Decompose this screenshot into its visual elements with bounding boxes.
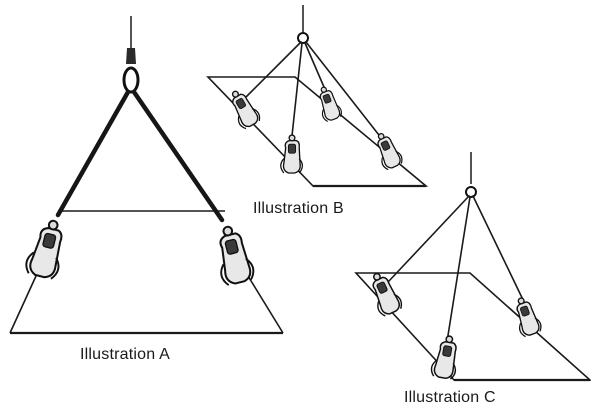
sling-b-4 <box>305 41 387 145</box>
sling-a-right <box>131 89 225 223</box>
plate-a-right-edge <box>247 275 284 334</box>
clamp-a-right <box>209 222 257 288</box>
illustration-c <box>354 152 591 382</box>
clamp-c-right <box>508 294 544 339</box>
sling-b-1 <box>245 41 302 98</box>
plate-a-left-edge <box>9 275 37 334</box>
master-link-c <box>465 186 477 198</box>
sling-a-left <box>55 89 131 218</box>
sling-c-3 <box>472 195 527 307</box>
plate-b <box>206 76 429 187</box>
clamp-b-left <box>223 85 263 131</box>
illustration-a <box>9 16 284 335</box>
caption-illustration-a: Illustration A <box>80 346 170 363</box>
clamp-b-right <box>369 129 405 172</box>
sling-b-2 <box>290 42 303 146</box>
sling-c-1 <box>388 195 470 282</box>
illustration-b <box>206 5 429 188</box>
clamp-b-back <box>312 83 344 124</box>
caption-illustration-b: Illustration B <box>253 200 344 217</box>
clamp-b-front <box>280 134 304 174</box>
master-link-a <box>122 66 140 94</box>
hook-a-eye <box>126 48 136 64</box>
clamp-c-left <box>363 268 405 319</box>
clamp-a-left <box>23 215 71 281</box>
sling-c-2 <box>445 196 471 349</box>
sling-b-3 <box>304 42 328 95</box>
caption-illustration-c: Illustration C <box>404 389 496 406</box>
master-link-b <box>297 32 309 44</box>
clamp-c-front <box>429 333 462 381</box>
